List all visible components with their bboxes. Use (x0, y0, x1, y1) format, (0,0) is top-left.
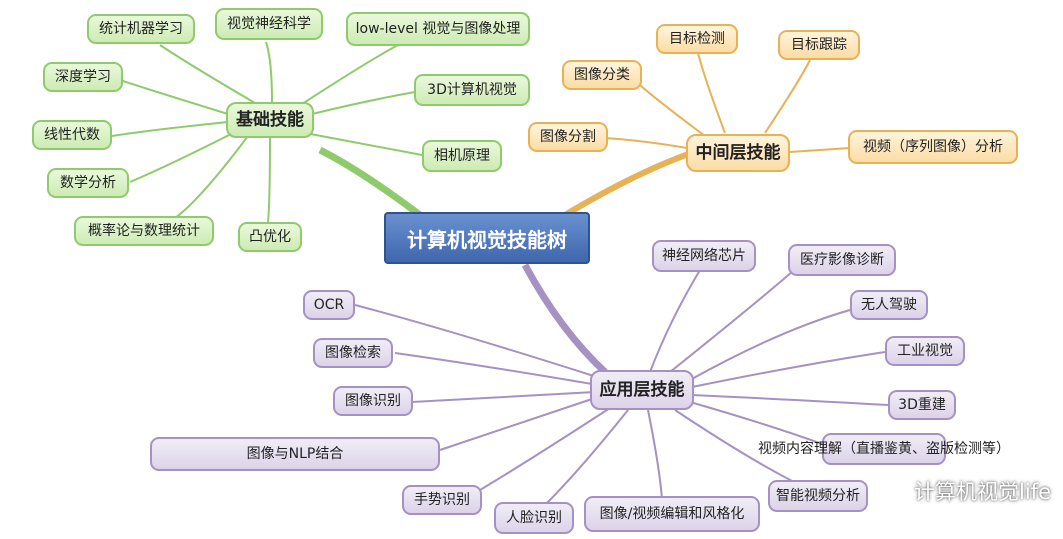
link-app-11 (544, 409, 629, 506)
app-node: 图像与NLP结合 (150, 437, 440, 471)
link-app-4 (394, 352, 599, 386)
link-app-12 (647, 409, 663, 501)
basic-node: 概率论与数理统计 (74, 216, 214, 246)
link-basic-2 (301, 44, 399, 105)
app-links (354, 264, 889, 506)
hub-basic: 基础技能 (226, 102, 314, 138)
link-basic-3 (119, 79, 229, 115)
app-node: 图像检索 (313, 338, 393, 368)
link-basic-8 (174, 135, 249, 219)
link-basic-9 (267, 137, 271, 223)
link-app-2 (354, 304, 601, 379)
link-app-0 (649, 269, 701, 373)
basic-node: 线性代数 (32, 120, 112, 150)
link-middle-4 (789, 147, 851, 153)
middle-node: 视频（序列图像）分析 (848, 130, 1018, 164)
hub-app: 应用层技能 (590, 370, 694, 410)
basic-node: 3D计算机视觉 (414, 74, 530, 106)
link-root-app (521, 263, 608, 375)
hub-middle: 中间层技能 (686, 134, 790, 172)
link-app-8 (439, 397, 596, 451)
basic-node: 视觉神经科学 (215, 8, 323, 40)
root-node: 计算机视觉技能树 (384, 212, 590, 264)
middle-links (603, 52, 851, 153)
app-node: 神经网络芯片 (652, 240, 756, 272)
basic-node: 深度学习 (43, 62, 123, 92)
link-middle-2 (631, 77, 706, 137)
link-root-basic (318, 146, 423, 218)
link-app-6 (411, 391, 596, 403)
link-app-13 (674, 409, 801, 486)
app-node: 图像/视频编辑和风格化 (584, 496, 760, 532)
app-node: 图像识别 (333, 386, 413, 416)
middle-node: 目标检测 (656, 24, 738, 54)
basic-node: 统计机器学习 (87, 14, 195, 44)
app-node: 视频内容理解（直播鉴黄、盗版检测等） (758, 433, 1010, 465)
middle-node: 图像分割 (528, 122, 608, 152)
link-basic-6 (299, 131, 423, 156)
app-node: 无人驾驶 (850, 290, 928, 320)
link-middle-1 (764, 59, 811, 134)
middle-node: 目标跟踪 (778, 30, 860, 60)
app-node: 智能视频分析 (768, 480, 868, 512)
app-node: 工业视觉 (885, 336, 965, 366)
link-app-3 (689, 309, 851, 381)
basic-node: 数学分析 (47, 168, 129, 198)
app-node: OCR (303, 290, 355, 320)
app-node: 手势识别 (402, 485, 482, 515)
link-basic-0 (159, 44, 256, 104)
link-root-middle (563, 147, 701, 218)
link-app-7 (691, 394, 889, 406)
watermark: 计算机视觉life (878, 476, 1051, 506)
link-basic-4 (311, 91, 416, 115)
link-basic-5 (111, 121, 229, 137)
link-app-10 (479, 407, 611, 491)
app-node: 3D重建 (888, 390, 956, 420)
link-middle-0 (697, 52, 726, 134)
app-node: 医疗影像诊断 (788, 244, 896, 276)
basic-node: 凸优化 (238, 222, 302, 252)
link-app-9 (689, 401, 826, 446)
watermark-text: 计算机视觉life (914, 480, 1051, 504)
middle-node: 图像分类 (562, 60, 642, 90)
basic-node: 相机原理 (422, 140, 502, 172)
link-basic-7 (129, 131, 236, 183)
app-node: 人脸识别 (494, 502, 574, 534)
wechat-icon (878, 479, 907, 502)
link-basic-1 (265, 41, 273, 103)
basic-node: low-level 视觉与图像处理 (346, 12, 530, 46)
basic-links (111, 41, 423, 223)
link-middle-3 (603, 137, 688, 149)
link-app-5 (691, 351, 886, 388)
